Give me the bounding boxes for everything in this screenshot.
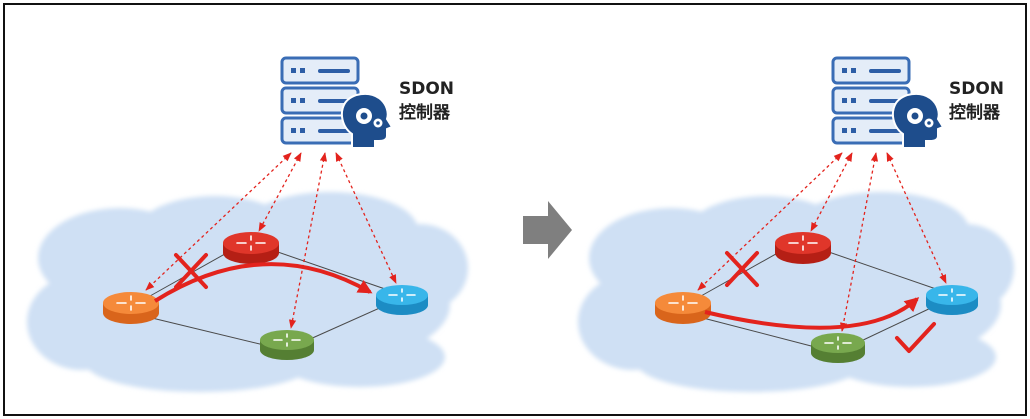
- server-stack-icon: [280, 56, 360, 145]
- controller-title: SDON: [949, 79, 1004, 99]
- controller-title: SDON: [399, 79, 454, 99]
- head-gear-icon: [891, 92, 945, 149]
- right-arrow-icon: [523, 201, 572, 259]
- check-mark-icon: [895, 322, 936, 353]
- link-green-blue: [858, 305, 936, 343]
- control-link-green: [839, 152, 879, 332]
- router-orange-icon: [655, 292, 711, 324]
- head-gear-icon: [340, 92, 394, 149]
- router-red-icon: [775, 232, 831, 264]
- router-blue-icon: [376, 285, 428, 315]
- router-green-icon: [260, 330, 314, 360]
- left-panel: SDON 控制器: [27, 56, 468, 392]
- link-orange-green: [151, 317, 265, 346]
- controller-subtitle: 控制器: [399, 102, 451, 123]
- router-blue-icon: [926, 285, 978, 315]
- router-red-icon: [223, 232, 279, 264]
- router-green-icon: [811, 333, 865, 363]
- right-panel: SDON 控制器: [578, 56, 1014, 392]
- link-orange-green: [702, 317, 816, 348]
- link-green-blue: [307, 305, 385, 341]
- controller-subtitle: 控制器: [949, 102, 1001, 123]
- router-orange-icon: [103, 292, 159, 324]
- traffic-path-arrow: [704, 297, 920, 330]
